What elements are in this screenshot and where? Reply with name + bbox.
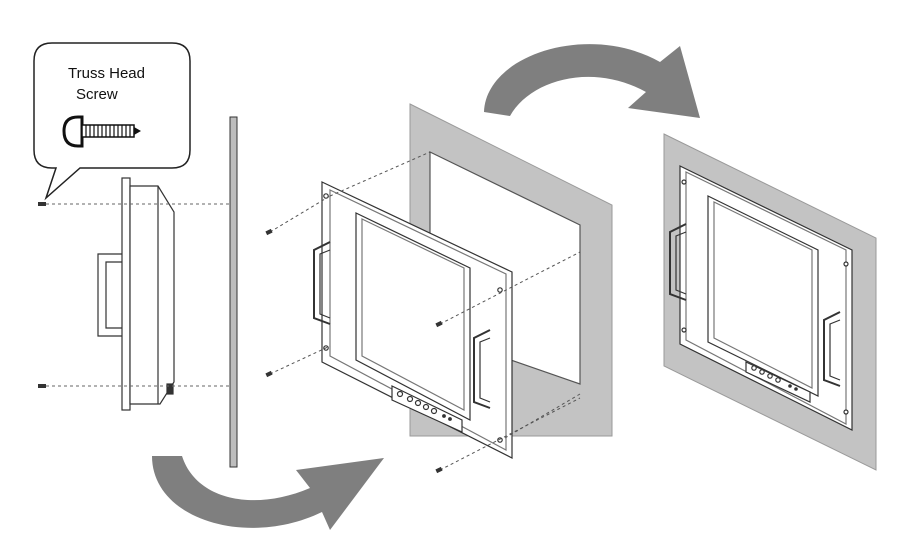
side-view-screw-lines [40, 203, 232, 387]
installed-monitor-assembly [663, 133, 877, 471]
curved-arrow-icon-bottom [152, 456, 384, 530]
mounting-screws [265, 228, 443, 474]
curved-arrow-icon-top [484, 44, 700, 118]
callout-title-line2: Screw [76, 86, 118, 103]
monitor-front-middle [313, 181, 513, 459]
screw-callout: Truss Head Screw [33, 42, 191, 201]
panel-edge-view [229, 116, 238, 468]
mounting-dashed-lines [269, 151, 581, 471]
monitor-side-view [97, 177, 175, 411]
callout-title-line1: Truss Head [68, 65, 145, 82]
truss-head-screw-icon [62, 115, 141, 148]
side-view-screws [38, 202, 46, 388]
